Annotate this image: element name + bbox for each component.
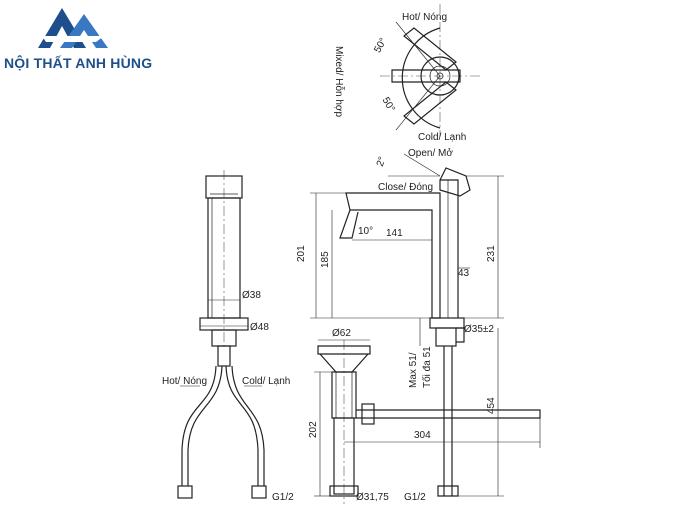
side-close-label: Close/ Đóng [378,182,433,193]
front-g12: G1/2 [272,492,294,503]
drain-view: Ø62 202 304 Ø31,75 G1/2 [308,328,541,504]
top-angle-bottom: 50° [380,96,397,115]
brand-logo-icon [38,8,108,48]
top-mixed-label: Mixed/ Hỗn hợp [333,46,346,117]
drain-g12: G1/2 [404,492,426,503]
brand-name: NỘI THẤT ANH HÙNG [4,55,153,71]
dim-43: 43 [458,268,470,279]
dim-201: 201 [296,245,307,262]
drain-d62: Ø62 [332,328,351,339]
drain-d304: 304 [414,430,431,441]
dim-max-line2: Tối đa 51 [421,346,433,388]
front-d48: Ø48 [250,322,269,333]
top-angle-top: 50° [372,36,389,55]
dim-35: Ø35±2 [464,324,494,335]
dim-231: 231 [486,245,497,262]
side-lever-angle: 2° [375,155,389,168]
drain-d202: 202 [308,421,319,438]
side-view: Open/ Mở Close/ Đóng 2° 10° 201 185 141 … [296,147,504,497]
front-d38: Ø38 [242,290,261,301]
front-cold-label: Cold/ Lạnh [242,376,290,387]
side-open-label: Open/ Mở [408,147,453,159]
dim-max-line1: Max 51/ [408,352,419,388]
top-cold-label: Cold/ Lạnh [418,132,466,143]
side-spout-angle: 10° [358,226,373,237]
front-view: Ø38 Ø48 Hot/ Nóng Cold/ Lạnh G1/2 [162,170,294,503]
drain-d3175: Ø31,75 [356,492,389,503]
top-hot-label: Hot/ Nóng [402,12,447,23]
front-hot-label: Hot/ Nóng [162,376,207,387]
dim-185: 185 [320,251,331,268]
dim-454: 454 [486,397,497,414]
dim-141: 141 [386,228,403,239]
top-view: Hot/ Nóng Cold/ Lạnh 50° 50° Mixed/ Hỗn … [333,4,480,143]
